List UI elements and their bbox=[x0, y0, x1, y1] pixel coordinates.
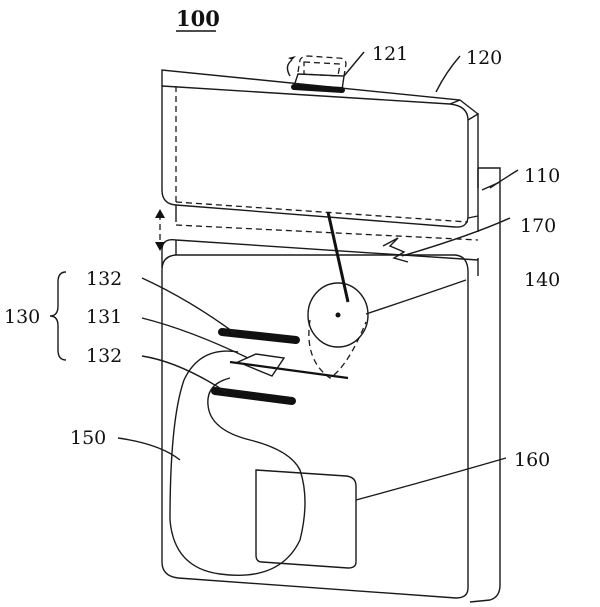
brace-130 bbox=[49, 271, 67, 361]
lid-120 bbox=[161, 69, 479, 241]
heater-assembly-130 bbox=[211, 328, 349, 405]
rotor-140 bbox=[307, 211, 369, 379]
label-130: 130 bbox=[4, 306, 40, 328]
label-132-lower: 132 bbox=[86, 345, 122, 367]
module-160 bbox=[255, 469, 357, 569]
label-170: 170 bbox=[520, 215, 556, 237]
spring-170 bbox=[382, 237, 409, 263]
label-131: 131 bbox=[86, 306, 122, 328]
leader-lines bbox=[117, 51, 519, 501]
label-140: 140 bbox=[524, 269, 560, 291]
main-body bbox=[161, 239, 479, 599]
heating-plate-132-lower bbox=[211, 387, 296, 405]
cable-150 bbox=[169, 350, 306, 576]
label-121: 121 bbox=[372, 43, 408, 65]
label-150: 150 bbox=[70, 427, 106, 449]
label-160: 160 bbox=[514, 449, 550, 471]
label-110: 110 bbox=[524, 165, 560, 187]
sheet-tab bbox=[236, 353, 286, 377]
sheet-131 bbox=[229, 360, 349, 380]
latch-121 bbox=[286, 55, 347, 93]
label-132-upper: 132 bbox=[86, 268, 122, 290]
lift-arrow bbox=[155, 209, 165, 251]
figure-number: 100 bbox=[176, 6, 220, 31]
label-120: 120 bbox=[466, 47, 502, 69]
heating-plate-132-upper bbox=[218, 328, 300, 344]
